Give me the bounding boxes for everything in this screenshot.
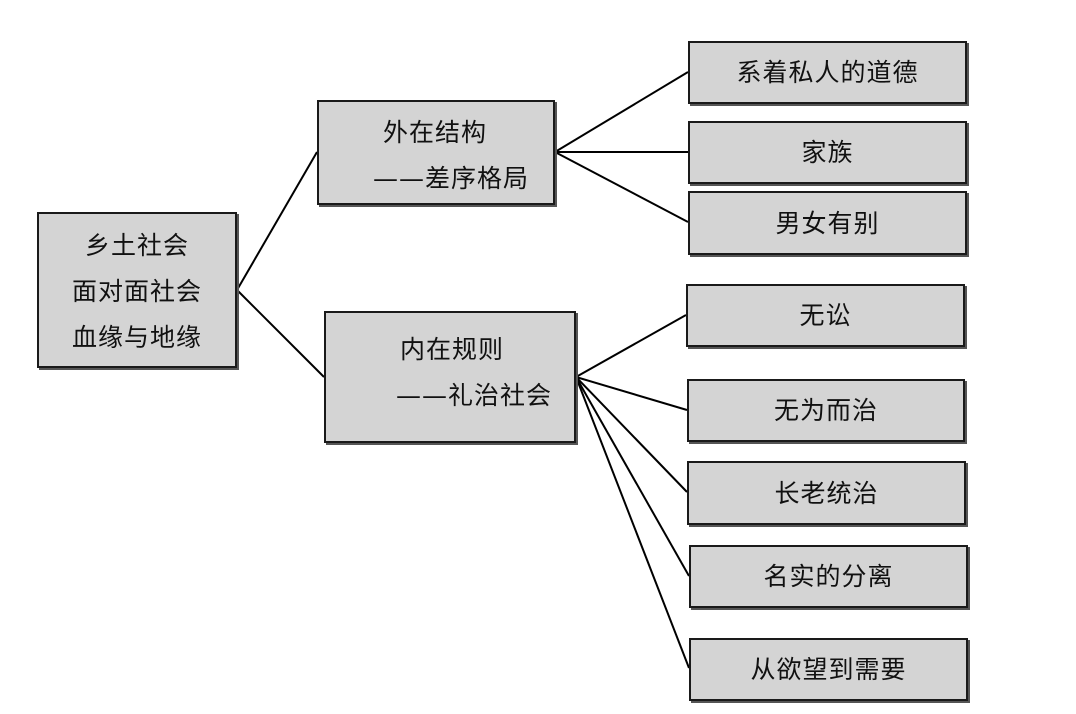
connector-inner-leaf-2 <box>575 376 688 411</box>
branch-inner-rules: 内在规则 ——礼治社会 <box>324 311 576 443</box>
root-node: 乡土社会 面对面社会 血缘与地缘 <box>37 212 237 368</box>
connector-root-outer <box>236 151 318 291</box>
connector-inner-leaf-4 <box>575 376 690 577</box>
leaf-label: 无讼 <box>799 301 852 330</box>
leaf-label: 名实的分离 <box>763 562 894 591</box>
outer-branch-subtitle: ——差序格局 <box>373 164 530 193</box>
leaf-label: 家族 <box>801 138 854 167</box>
inner-branch-title: 内在规则 <box>400 335 505 364</box>
root-line-1: 乡土社会 <box>84 231 189 260</box>
leaf-node: 名实的分离 <box>689 545 968 608</box>
connector-outer-leaf-3 <box>554 151 689 223</box>
leaf-label: 无为而治 <box>773 396 878 425</box>
root-line-3: 血缘与地缘 <box>71 323 202 352</box>
connector-root-inner <box>236 289 325 378</box>
connector-inner-leaf-1 <box>575 314 687 378</box>
connector-inner-leaf-3 <box>575 376 688 493</box>
inner-branch-subtitle: ——礼治社会 <box>396 381 553 410</box>
leaf-node: 男女有别 <box>688 191 967 255</box>
leaf-node: 长老统治 <box>687 461 966 525</box>
connector-outer-leaf-1 <box>554 71 689 153</box>
leaf-label: 长老统治 <box>774 479 879 508</box>
connector-inner-leaf-5 <box>575 376 690 669</box>
leaf-node: 家族 <box>688 121 967 184</box>
branch-outer-structure: 外在结构 ——差序格局 <box>317 100 555 205</box>
outer-branch-title: 外在结构 <box>383 118 488 147</box>
leaf-node: 无讼 <box>686 284 965 347</box>
root-line-2: 面对面社会 <box>71 277 202 306</box>
leaf-label: 系着私人的道德 <box>736 58 919 87</box>
leaf-node: 系着私人的道德 <box>688 41 967 104</box>
leaf-node: 无为而治 <box>687 379 965 442</box>
leaf-label: 从欲望到需要 <box>750 655 907 684</box>
leaf-label: 男女有别 <box>775 209 880 238</box>
leaf-node: 从欲望到需要 <box>689 638 968 701</box>
